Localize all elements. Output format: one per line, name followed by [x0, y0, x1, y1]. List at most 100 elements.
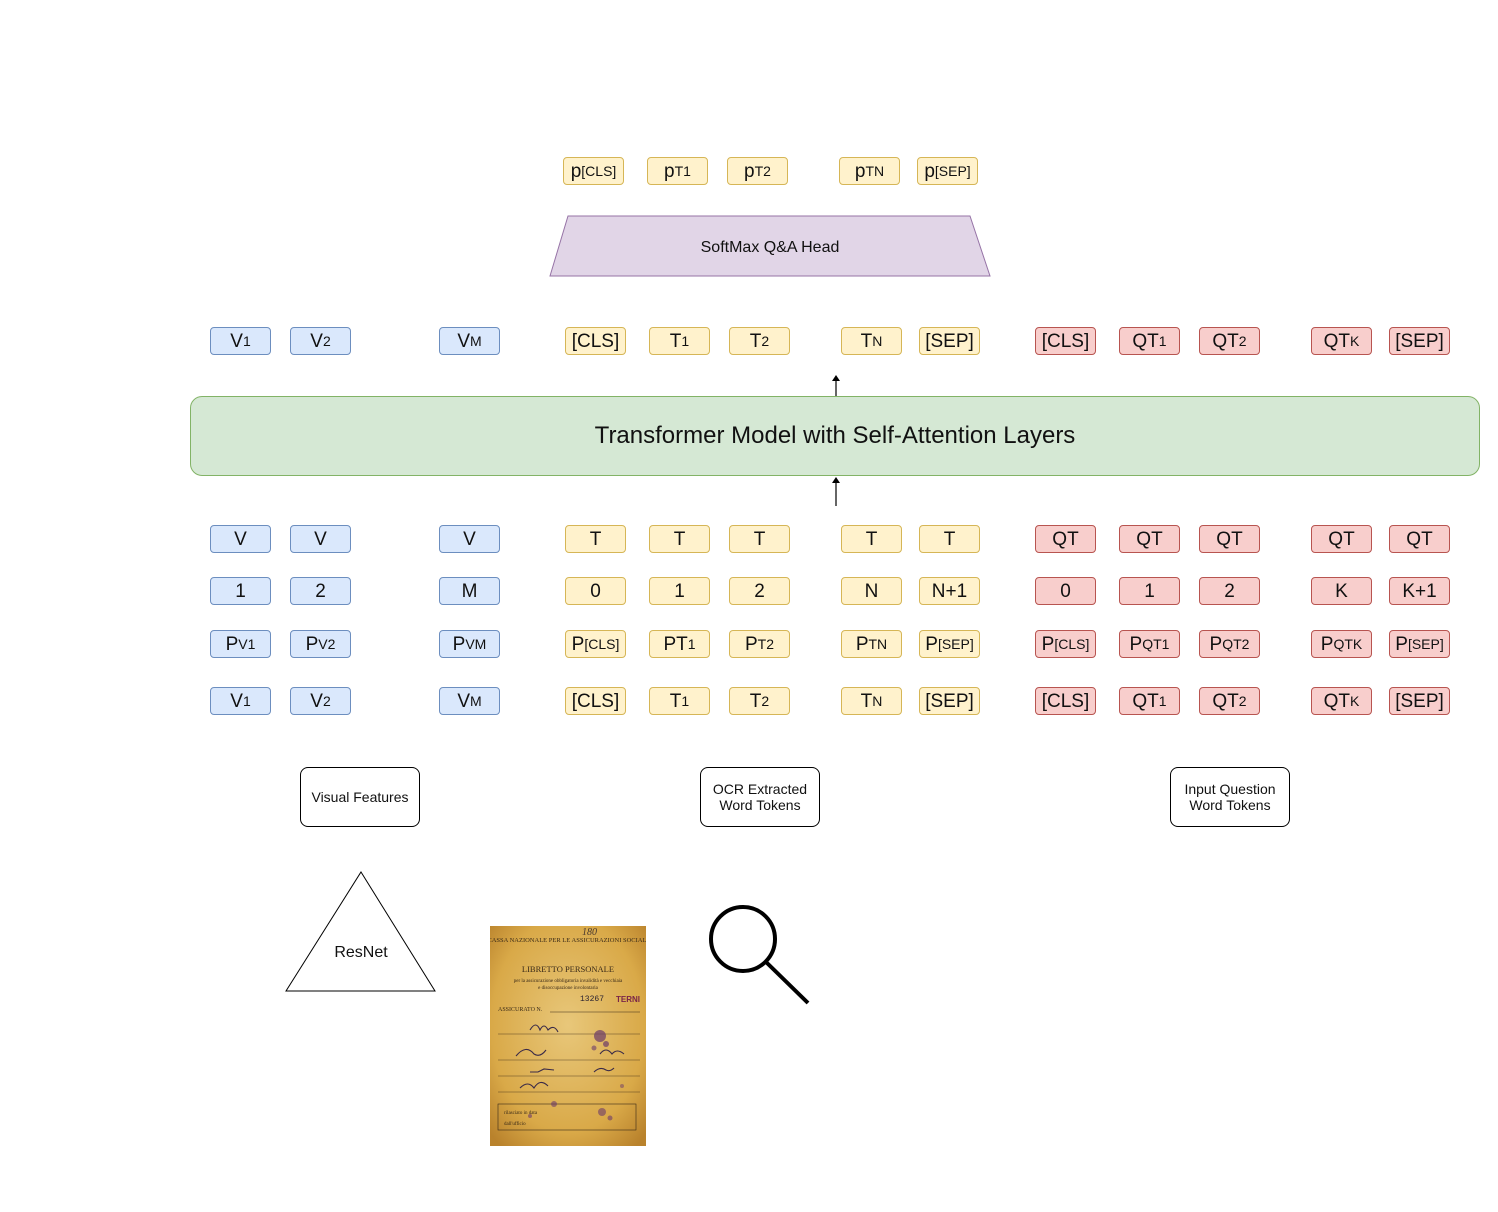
svg-text:TERNI: TERNI	[616, 995, 640, 1004]
input-segment-ocr: T	[649, 525, 710, 553]
input-position-question-text: K+1	[1402, 580, 1437, 602]
input-segment-visual-text: V	[234, 528, 247, 550]
input-position-question: K+1	[1389, 577, 1450, 605]
question-tokens-label: Input Question Word Tokens	[1170, 767, 1290, 827]
output-token-visual-main: V	[457, 330, 470, 352]
softmax-qa-head: SoftMax Q&A Head	[549, 215, 991, 277]
input-position-ocr: N	[841, 577, 902, 605]
input-position-question-text: K	[1335, 580, 1348, 602]
input-position-visual-text: 1	[235, 580, 246, 602]
input-segment-question-text: QT	[1052, 528, 1079, 550]
svg-text:rilasciato in data: rilasciato in data	[504, 1111, 538, 1116]
input-position-ocr-text: 0	[590, 580, 601, 602]
svg-text:e disoccupazione involontaria: e disoccupazione involontaria	[538, 986, 598, 991]
input-pos-embed-question: P[CLS]	[1035, 630, 1096, 658]
output-token-ocr-main: T	[749, 330, 762, 352]
input-position-visual: 2	[290, 577, 351, 605]
output-prob-token-main: p	[664, 160, 675, 182]
input-position-ocr-text: 1	[674, 580, 685, 602]
input-pos-embed-ocr-main: P	[855, 633, 869, 655]
arrow-up-icon	[832, 375, 840, 396]
transformer-label: Transformer Model with Self-Attention La…	[594, 422, 1076, 449]
input-position-ocr: 0	[565, 577, 626, 605]
input-segment-question: QT	[1119, 525, 1180, 553]
input-tokens-ocr-main: T	[669, 690, 682, 712]
input-segment-ocr-text: T	[753, 528, 766, 550]
input-position-question-text: 2	[1224, 580, 1235, 602]
ocr-tokens-label: OCR Extracted Word Tokens	[700, 767, 820, 827]
input-pos-embed-question-main: P	[1129, 633, 1143, 655]
output-token-question-main: QT	[1212, 330, 1239, 352]
input-pos-embed-question-main: P	[1041, 633, 1055, 655]
input-tokens-ocr: [CLS]	[565, 687, 626, 715]
input-segment-question-text: QT	[1136, 528, 1163, 550]
input-position-ocr-text: N	[864, 580, 879, 602]
input-position-visual-text: 2	[315, 580, 326, 602]
scanned-document-image: CASSA NAZIONALE PER LE ASSICURAZIONI SOC…	[490, 926, 646, 1146]
input-segment-question: QT	[1311, 525, 1372, 553]
input-pos-embed-ocr-main: P	[744, 633, 758, 655]
output-prob-token-main: p	[854, 160, 866, 182]
input-segment-question-text: QT	[1406, 528, 1433, 550]
output-prob-token: p[CLS]	[563, 157, 624, 185]
input-segment-visual-text: V	[314, 528, 327, 550]
softmax-qa-head-label: SoftMax Q&A Head	[701, 239, 840, 256]
input-tokens-ocr-main: T	[749, 690, 762, 712]
input-segment-visual: V	[290, 525, 351, 553]
output-token-ocr-main: T	[669, 330, 682, 352]
resnet-triangle: ResNet	[285, 871, 436, 992]
magnifier-icon	[709, 905, 810, 1005]
input-pos-embed-ocr-main: PT	[663, 633, 688, 655]
input-position-question-text: 0	[1060, 580, 1071, 602]
input-tokens-visual-main: V	[230, 690, 243, 712]
input-segment-visual: V	[210, 525, 271, 553]
output-prob-token-main: p	[924, 160, 935, 182]
resnet-label: ResNet	[334, 944, 388, 961]
input-tokens-question-main: QT	[1212, 690, 1239, 712]
input-pos-embed-ocr: P[SEP]	[919, 630, 980, 658]
input-segment-ocr-text: T	[865, 528, 878, 550]
svg-text:CASSA NAZIONALE PER LE ASSICUR: CASSA NAZIONALE PER LE ASSICURAZIONI SOC…	[490, 937, 646, 944]
input-pos-embed-question-main: P	[1209, 633, 1223, 655]
svg-text:ASSICURATO N.: ASSICURATO N.	[498, 1007, 543, 1013]
input-tokens-ocr-main: [SEP]	[925, 690, 974, 712]
input-segment-visual: V	[439, 525, 500, 553]
output-token-question-main: QT	[1132, 330, 1159, 352]
input-position-ocr: N+1	[919, 577, 980, 605]
input-position-ocr: 1	[649, 577, 710, 605]
input-tokens-question-main: [CLS]	[1041, 690, 1090, 712]
input-tokens-question: [CLS]	[1035, 687, 1096, 715]
output-token-ocr-main: [SEP]	[925, 330, 974, 352]
input-tokens-ocr-main: T	[860, 690, 873, 712]
svg-text:dall'ufficio: dall'ufficio	[504, 1122, 526, 1127]
output-token-question: [SEP]	[1389, 327, 1450, 355]
input-position-question: K	[1311, 577, 1372, 605]
input-tokens-question-main: QT	[1323, 690, 1351, 712]
output-token-visual-main: V	[310, 330, 323, 352]
input-position-ocr: 2	[729, 577, 790, 605]
visual-features-label: Visual Features	[300, 767, 420, 827]
input-position-visual: 1	[210, 577, 271, 605]
input-tokens-ocr-main: [CLS]	[571, 690, 620, 712]
